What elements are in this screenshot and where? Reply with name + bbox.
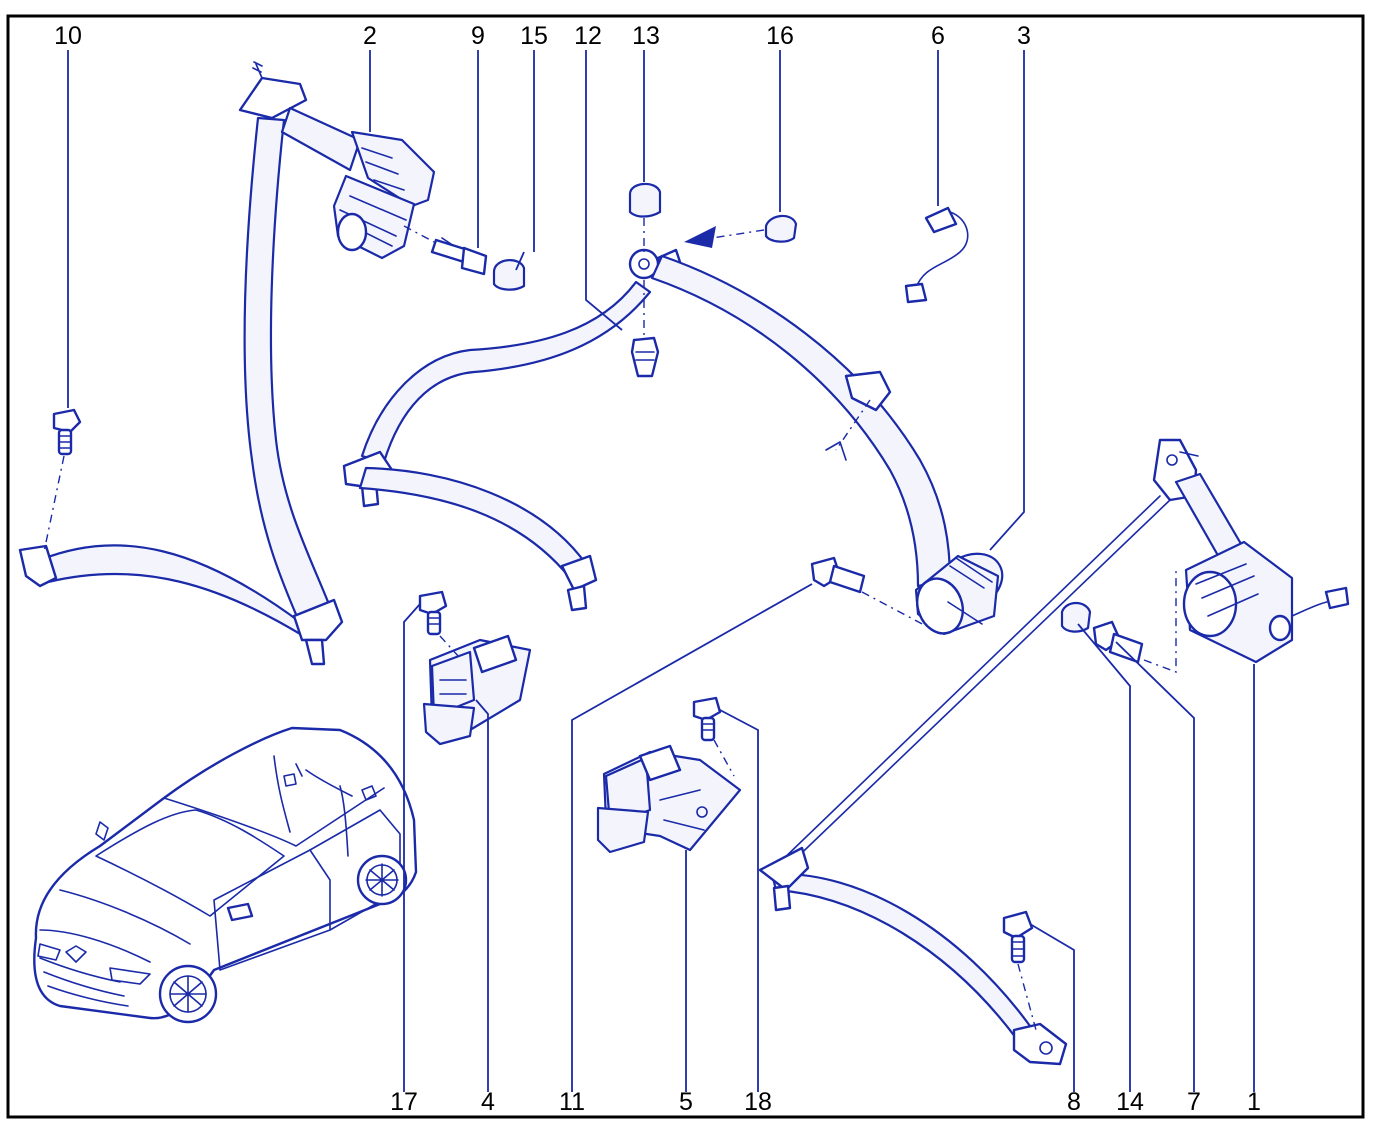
- right-diagonal-web: [775, 495, 1161, 867]
- bolt-item-7: [1092, 570, 1177, 674]
- centre-upper-strap: [360, 280, 652, 464]
- callout-15: 15: [520, 22, 548, 50]
- callout-8: 8: [1067, 1088, 1081, 1116]
- callout-5: 5: [679, 1088, 693, 1116]
- bolt-item-10: [43, 408, 82, 553]
- retractor-item-1: [1182, 540, 1350, 664]
- callouts-bottom: 17 4 11 5 18 8 14 7 1: [390, 1088, 1261, 1116]
- strap-to-retractor: [280, 106, 362, 172]
- callout-3: 3: [1017, 22, 1031, 50]
- diagram-frame: [6, 14, 1365, 1119]
- buckle-item-5: [596, 744, 742, 854]
- callout-4: 4: [481, 1088, 495, 1116]
- rear-right-belt-assembly: [758, 438, 1350, 1066]
- callout-2: 2: [363, 22, 377, 50]
- right-latch-plate: [758, 846, 810, 892]
- callout-1: 1: [1247, 1088, 1261, 1116]
- centre-lap-strap: [358, 466, 588, 580]
- right-lap-strap: [770, 872, 1032, 1040]
- cap-item-14: [1060, 601, 1092, 633]
- callout-11: 11: [559, 1088, 585, 1116]
- bolt-item-12: [630, 280, 660, 378]
- callout-9: 9: [471, 22, 485, 50]
- callout-14: 14: [1116, 1088, 1144, 1116]
- left-floor-anchor: [18, 544, 58, 588]
- buckle-tongue: [292, 598, 344, 642]
- callouts-top: 10 2 9 15 12 13 16 6 3: [54, 22, 1031, 50]
- cap-item-15: [492, 259, 526, 291]
- callout-13: 13: [632, 22, 660, 50]
- callout-10: 10: [54, 22, 82, 50]
- rear-centre-belt-assembly: [342, 248, 1004, 636]
- callout-7: 7: [1187, 1088, 1201, 1116]
- rear-left-lap-strap: [38, 544, 312, 642]
- callout-17: 17: [390, 1088, 418, 1116]
- rear-left-belt-assembly: [18, 61, 436, 666]
- retractor-item-3: [914, 552, 1004, 636]
- clip-item-6: [904, 206, 969, 304]
- rear-left-strap: [243, 116, 334, 626]
- callout-18: 18: [744, 1088, 772, 1116]
- bolt-item-17: [418, 590, 461, 659]
- bolt-item-11: [810, 556, 927, 627]
- callout-16: 16: [766, 22, 794, 50]
- retractor-item-2: [332, 130, 436, 260]
- callout-6: 6: [931, 22, 945, 50]
- cap-item-16: [684, 214, 798, 248]
- callout-12: 12: [574, 22, 602, 50]
- bolt-item-9: [403, 225, 488, 276]
- right-floor-anchor: [1012, 1022, 1068, 1066]
- bolt-item-18: [692, 696, 735, 777]
- cap-item-13: [628, 182, 662, 252]
- buckle-item-4: [422, 634, 532, 746]
- centre-diagonal-strap: [650, 254, 952, 588]
- vehicle-location-illustration: [33, 726, 418, 1024]
- leader-lines: [67, 50, 1255, 1092]
- bolt-item-8: [1002, 910, 1037, 1031]
- strap-guide-clip: [844, 370, 892, 412]
